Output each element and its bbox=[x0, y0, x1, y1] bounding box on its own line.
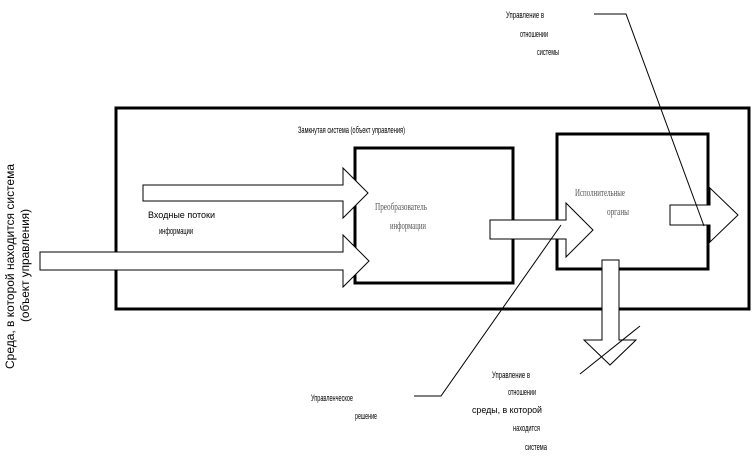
system-output-arrow bbox=[669, 186, 739, 244]
closed-system-box bbox=[114, 106, 751, 311]
environment-output-arrow bbox=[582, 259, 638, 366]
closed-system-title: Замкнутая система (объект управления) bbox=[298, 125, 405, 135]
input-flow-arrow bbox=[142, 166, 369, 220]
system-control-leader bbox=[594, 13, 705, 227]
system-control-label-line1: Управление в bbox=[506, 10, 544, 20]
env-control-label-line2: отношении bbox=[508, 387, 536, 397]
env-control-leader bbox=[579, 325, 641, 375]
decision-leader bbox=[414, 224, 562, 397]
input-flows-label-line2: информации bbox=[159, 226, 193, 236]
env-control-label-line3: среды, в которой bbox=[472, 405, 542, 415]
system-control-label-line3: системы bbox=[537, 47, 559, 57]
converter-box bbox=[353, 146, 515, 285]
converter-to-executive-arrow bbox=[489, 201, 594, 259]
environment-label-line1: Среда, в которой находится система bbox=[3, 164, 17, 369]
executive-box bbox=[555, 132, 710, 271]
environment-label-line2: (объект управления) bbox=[18, 209, 32, 322]
system-control-label-line2: отношении bbox=[520, 29, 548, 39]
executive-label-line1: Исполнительные bbox=[575, 187, 625, 199]
converter-label-line2: информации bbox=[390, 220, 426, 232]
decision-label-line1: Управленческое bbox=[311, 393, 353, 403]
converter-label-line1: Преобразователь bbox=[375, 201, 427, 213]
env-control-label-line1: Управление в bbox=[492, 370, 530, 380]
environment-input-arrow bbox=[39, 233, 370, 289]
executive-label-line2: органы bbox=[607, 206, 629, 218]
input-flows-label-line1: Входные потоки bbox=[148, 210, 215, 220]
env-control-label-line5: система bbox=[525, 442, 547, 452]
decision-label-line2: решение bbox=[355, 411, 377, 421]
env-control-label-line4: находится bbox=[513, 423, 540, 433]
